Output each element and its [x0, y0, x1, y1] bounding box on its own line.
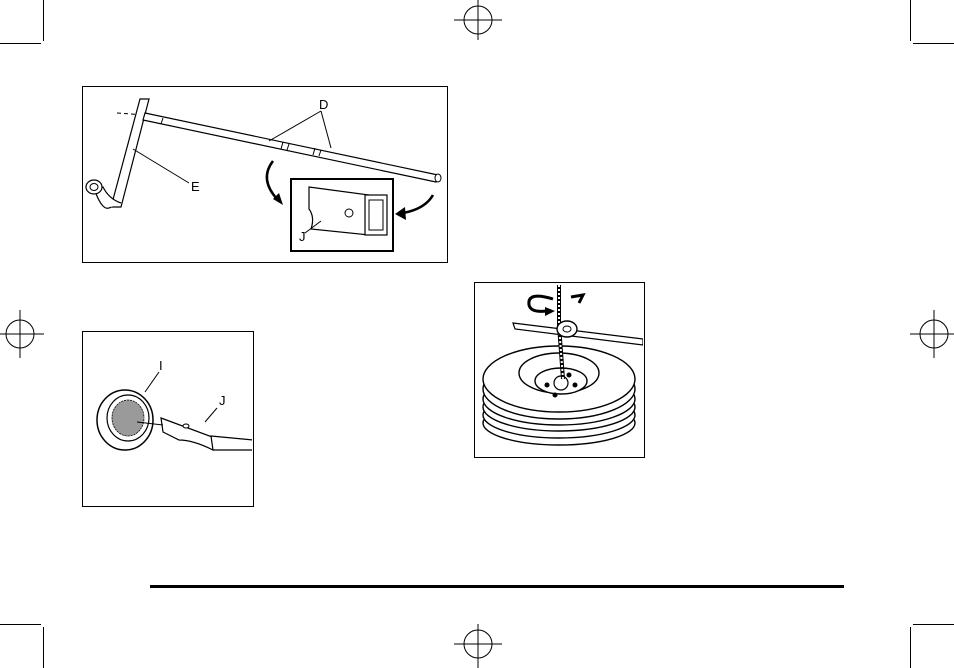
- crop-mark: [913, 43, 954, 44]
- footer-rule: [150, 585, 844, 588]
- label-j: J: [299, 229, 306, 244]
- label-i: I: [159, 358, 163, 373]
- registration-mark-bottom: [446, 620, 510, 668]
- registration-mark-top: [446, 0, 510, 48]
- figure-spare-tire-hoist: [474, 282, 645, 458]
- label-d: D: [319, 97, 328, 112]
- wrench-cap-illustration: I J: [83, 332, 252, 505]
- label-e: E: [191, 179, 200, 194]
- crop-mark: [43, 0, 44, 41]
- spare-tire-hoist-illustration: [475, 283, 643, 456]
- figure-wrench-cap: I J: [82, 331, 254, 507]
- registration-mark-left: [0, 302, 46, 366]
- figure-wrench-extension: D E J: [82, 86, 448, 263]
- crop-mark: [43, 627, 44, 668]
- label-j: J: [219, 393, 226, 408]
- crop-mark: [913, 624, 954, 625]
- crop-mark: [0, 43, 41, 44]
- crop-mark: [0, 624, 41, 625]
- registration-mark-right: [908, 302, 954, 366]
- crop-mark: [910, 627, 911, 668]
- crop-mark: [910, 0, 911, 41]
- wrench-extension-illustration: D E J: [83, 87, 446, 261]
